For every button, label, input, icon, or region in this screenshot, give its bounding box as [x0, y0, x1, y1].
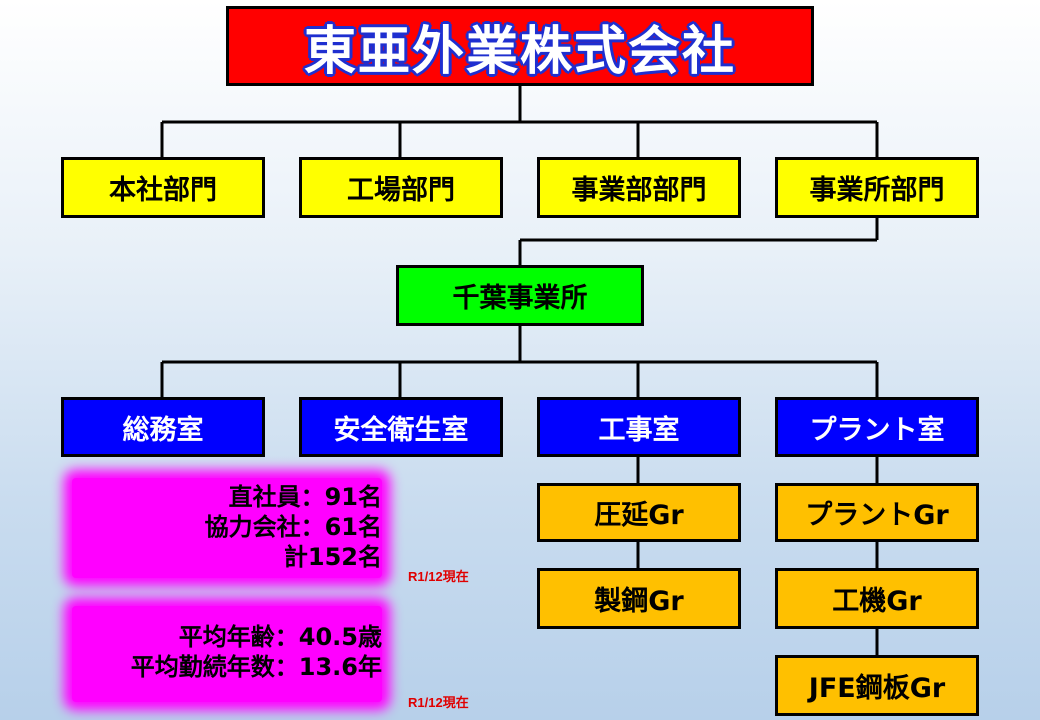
average-tenure: 平均勤続年数：13.6年 — [130, 653, 382, 681]
office-chiba: 千葉事業所 — [396, 265, 644, 326]
staff-count-panel: 直社員：91名 協力会社：61名 計152名 — [72, 478, 382, 578]
age-as-of-note: R1/12現在 — [408, 695, 469, 710]
age-tenure-panel: 平均年齢：40.5歳 平均勤続年数：13.6年 — [72, 606, 382, 702]
dept-jigyosho: 事業所部門 — [775, 157, 979, 218]
staff-total: 計152名 — [283, 543, 382, 571]
staff-as-of-note: R1/12現在 — [408, 569, 469, 584]
average-age: 平均年齢：40.5歳 — [178, 623, 382, 651]
group-jfe-kohan: JFE鋼板Gr — [775, 655, 979, 716]
group-koki: 工機Gr — [775, 568, 979, 629]
dept-honsha: 本社部門 — [61, 157, 265, 218]
staff-direct: 直社員：91名 — [228, 483, 382, 511]
section-anzen-eisei: 安全衛生室 — [299, 397, 503, 457]
dept-kojo: 工場部門 — [299, 157, 503, 218]
group-plant: プラントGr — [775, 483, 979, 542]
section-koji: 工事室 — [537, 397, 741, 457]
group-seiko: 製鋼Gr — [537, 568, 741, 629]
group-atsuen: 圧延Gr — [537, 483, 741, 542]
company-title: 東亜外業株式会社 — [226, 6, 814, 86]
section-somu: 総務室 — [61, 397, 265, 457]
dept-jigyobu: 事業部部門 — [537, 157, 741, 218]
section-plant: プラント室 — [775, 397, 979, 457]
staff-partner: 協力会社：61名 — [204, 513, 382, 541]
